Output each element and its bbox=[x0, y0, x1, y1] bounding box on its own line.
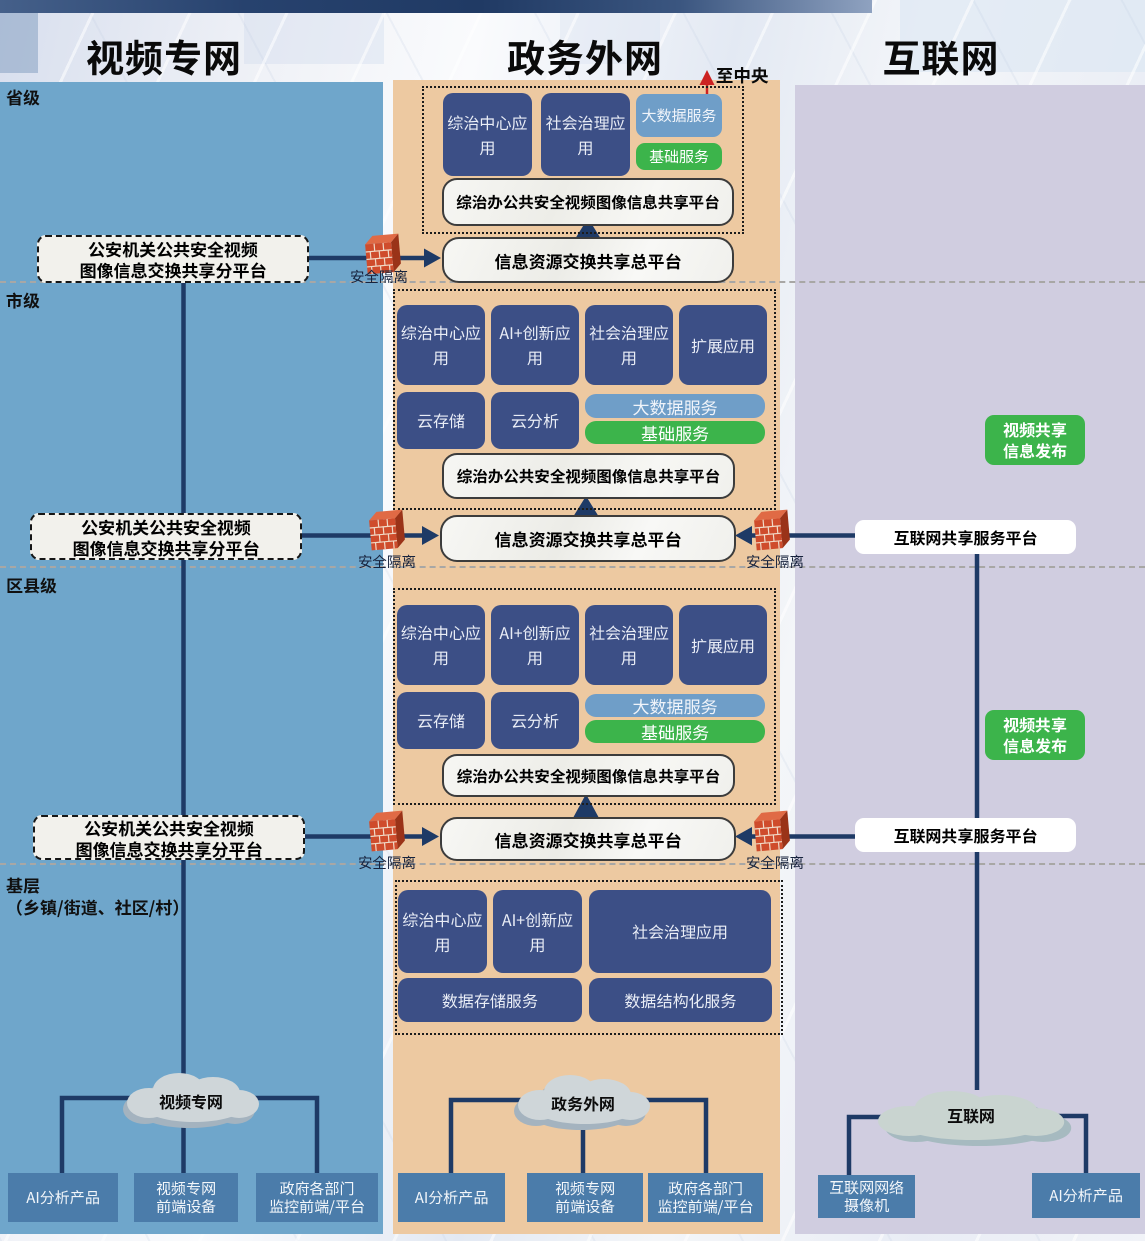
column-title-internet: 互联网 bbox=[882, 28, 1000, 83]
arrowhead-city-left bbox=[735, 526, 752, 545]
level-label-grassroots: 基层 bbox=[6, 872, 40, 897]
level-label-grassroots-sub: （乡镇/街道、社区/村） bbox=[6, 894, 190, 919]
node-county-app-4: 扩展应用 bbox=[679, 605, 767, 685]
cloud-label-video: 视频专网 bbox=[158, 1089, 223, 1113]
firewall-city-left-icon bbox=[367, 508, 407, 552]
device-gov-2: 视频专网 前端设备 bbox=[527, 1173, 643, 1222]
node-grassroots-app-ai: AI+创新应用 bbox=[493, 890, 582, 973]
security-isolation-label-county-left: 安全隔离 bbox=[358, 852, 416, 873]
node-province-basic-service: 基础服务 bbox=[636, 143, 722, 170]
arrowhead-city-right bbox=[422, 526, 439, 545]
node-county-basic-service: 基础服务 bbox=[585, 719, 765, 744]
photo-skyline-strip bbox=[0, 0, 872, 13]
security-isolation-label-county-right: 安全隔离 bbox=[746, 852, 804, 873]
zone-internet bbox=[795, 85, 1145, 1234]
arrowhead-county-left bbox=[735, 827, 752, 846]
column-title-gov: 政务外网 bbox=[506, 28, 663, 83]
node-county-internet-platform: 互联网共享服务平台 bbox=[855, 818, 1076, 852]
node-city-police-platform: 公安机关公共安全视频 图像信息交换共享分平台 bbox=[30, 513, 302, 560]
level-label-province: 省级 bbox=[6, 84, 40, 109]
firewall-county-left-icon bbox=[367, 809, 407, 853]
level-separator-2 bbox=[0, 566, 1145, 568]
node-province-bigdata-service: 大数据服务 bbox=[636, 94, 722, 137]
arrowhead-county-right bbox=[422, 827, 439, 846]
node-province-app-zongzhi: 综治中心应用 bbox=[443, 93, 532, 176]
container-province-apps bbox=[422, 86, 744, 234]
node-county-police-platform: 公安机关公共安全视频 图像信息交换共享分平台 bbox=[33, 815, 305, 860]
column-title-video: 视频专网 bbox=[85, 28, 242, 83]
node-grassroots-app-zongzhi: 综治中心应用 bbox=[398, 890, 487, 973]
node-city-cloud-storage: 云存储 bbox=[397, 392, 485, 449]
node-city-sharing-platform: 综治办公共安全视频图像信息共享平台 bbox=[442, 453, 735, 499]
node-city-exchange-platform: 信息资源交换共享总平台 bbox=[440, 515, 736, 562]
container-grassroots-apps bbox=[395, 880, 783, 1035]
node-county-exchange-platform: 信息资源交换共享总平台 bbox=[440, 817, 736, 861]
node-county-sharing-platform: 综治办公共安全视频图像信息共享平台 bbox=[442, 754, 735, 797]
node-county-bigdata-service: 大数据服务 bbox=[585, 693, 765, 718]
node-county-app-3: 社会治理应用 bbox=[585, 605, 673, 685]
node-city-app-1: 综治中心应用 bbox=[397, 305, 485, 385]
node-province-exchange-platform: 信息资源交换共享总平台 bbox=[442, 237, 734, 283]
node-city-app-2: AI+创新应用 bbox=[491, 305, 579, 385]
device-video-3: 政府各部门 监控前端/平台 bbox=[256, 1173, 378, 1222]
node-city-app-4: 扩展应用 bbox=[679, 305, 767, 385]
node-grassroots-data-structuring: 数据结构化服务 bbox=[589, 978, 772, 1022]
node-county-app-1: 综治中心应用 bbox=[397, 605, 485, 685]
security-isolation-label-city-right: 安全隔离 bbox=[746, 551, 804, 572]
security-isolation-label-province: 安全隔离 bbox=[350, 266, 408, 287]
level-label-county: 区县级 bbox=[6, 572, 57, 597]
to-central-arrow bbox=[699, 70, 715, 85]
node-county-cloud-analysis: 云分析 bbox=[491, 692, 579, 749]
firewall-county-right-icon bbox=[752, 809, 792, 853]
up-arrow-city bbox=[573, 496, 599, 517]
node-county-cloud-storage: 云存储 bbox=[397, 692, 485, 749]
node-city-internet-platform: 互联网共享服务平台 bbox=[855, 520, 1076, 554]
device-gov-3: 政府各部门 监控前端/平台 bbox=[648, 1173, 763, 1222]
cloud-label-gov: 政务外网 bbox=[550, 1091, 615, 1115]
device-video-1: AI分析产品 bbox=[8, 1173, 118, 1222]
device-video-2: 视频专网 前端设备 bbox=[134, 1173, 238, 1222]
node-province-sharing-platform: 综治办公共安全视频图像信息共享平台 bbox=[442, 178, 734, 226]
level-label-city: 市级 bbox=[6, 287, 40, 312]
cloud-label-internet: 互联网 bbox=[946, 1103, 995, 1127]
node-county-app-2: AI+创新应用 bbox=[491, 605, 579, 685]
node-city-basic-service: 基础服务 bbox=[585, 420, 765, 445]
device-gov-1: AI分析产品 bbox=[398, 1173, 505, 1222]
node-grassroots-app-shehui: 社会治理应用 bbox=[589, 890, 771, 973]
container-city-apps bbox=[393, 289, 776, 510]
device-internet-2: AI分析产品 bbox=[1032, 1173, 1140, 1218]
node-province-app-shehui: 社会治理应用 bbox=[541, 93, 630, 176]
node-county-video-publish: 视频共享 信息发布 bbox=[985, 710, 1085, 760]
node-city-bigdata-service: 大数据服务 bbox=[585, 394, 765, 419]
level-separator-3 bbox=[0, 863, 1145, 865]
node-grassroots-data-storage: 数据存储服务 bbox=[398, 978, 582, 1022]
video-cloud-to-gov-monitor-elbow bbox=[235, 1095, 320, 1173]
to-central-label: 至中央 bbox=[716, 63, 769, 88]
video-cloud-to-ai-elbow bbox=[59, 1095, 150, 1173]
arrowhead-province-right bbox=[424, 248, 441, 268]
node-province-police-platform: 公安机关公共安全视频 图像信息交换共享分平台 bbox=[37, 235, 309, 283]
firewall-city-right-icon bbox=[752, 508, 792, 552]
container-county-apps bbox=[393, 588, 776, 805]
security-isolation-label-city-left: 安全隔离 bbox=[358, 551, 416, 572]
up-arrow-county bbox=[573, 794, 599, 818]
node-city-cloud-analysis: 云分析 bbox=[491, 392, 579, 449]
node-city-video-publish: 视频共享 信息发布 bbox=[985, 415, 1085, 465]
node-city-app-3: 社会治理应用 bbox=[585, 305, 673, 385]
device-internet-1: 互联网网络 摄像机 bbox=[818, 1175, 915, 1218]
